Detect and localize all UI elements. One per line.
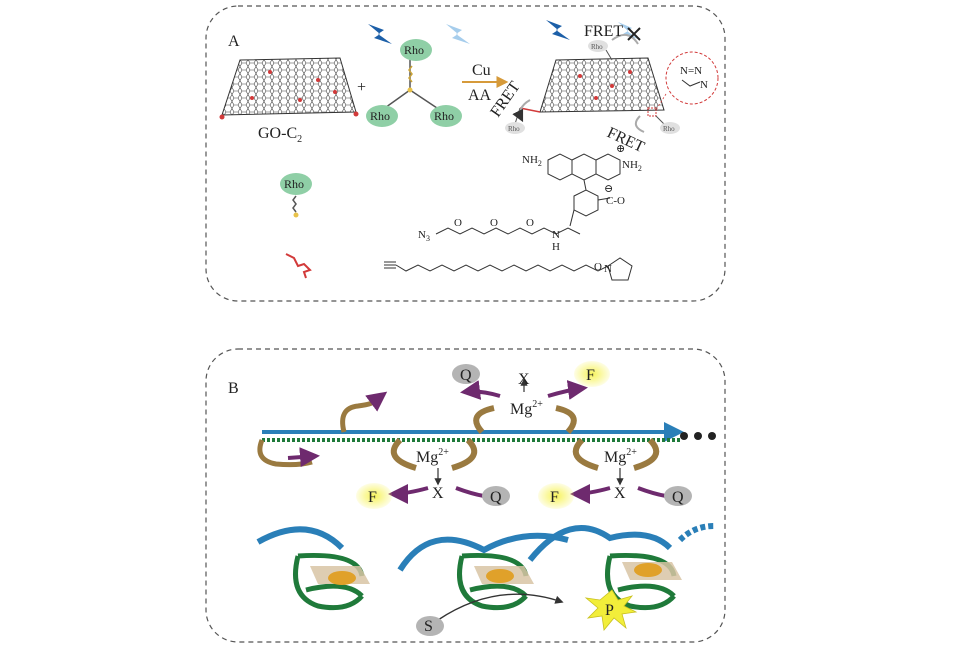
graphene-oxide-sheet: [219, 57, 359, 120]
catalysis-arrow: [437, 593, 564, 621]
continuation-dots: [680, 432, 716, 440]
inset-leader: [655, 93, 667, 111]
plus-sign: +: [357, 79, 366, 96]
rho-label: Rho: [370, 109, 390, 123]
upper-dnazyme: X Mg2+ Q F: [452, 361, 610, 434]
hemin-cofactor: [634, 563, 662, 577]
ribbon-dashed-end: [677, 523, 715, 543]
fluorophore-label: F: [550, 489, 559, 506]
dna-hook: [340, 398, 379, 433]
g-quadruplex-3: [605, 552, 682, 611]
rho-label: Rho: [434, 109, 454, 123]
nh2-left: NH2: [522, 154, 542, 168]
peg-oxygen: O: [490, 217, 498, 229]
svg-text:N: N: [700, 79, 708, 91]
rho-probe-legend-icon: Rho: [280, 173, 312, 218]
amide-n: N: [552, 229, 560, 241]
g-quadruplex-1: [293, 552, 370, 611]
svg-text:Rho: Rho: [663, 125, 675, 133]
go-c2-label: GO-C2: [258, 125, 302, 145]
quencher-label: Q: [672, 489, 684, 506]
hemin-cofactor: [328, 571, 356, 585]
hemin-cofactor: [486, 569, 514, 583]
quencher-label: Q: [460, 367, 472, 384]
amide-h: H: [552, 241, 560, 253]
carboxylate: C-O: [606, 195, 625, 207]
azide-peg-chain: [435, 227, 581, 235]
cleavage-x: X: [432, 485, 444, 502]
lower-dnazyme-right: Mg2+ X F Q: [538, 437, 692, 509]
cu-label: Cu: [472, 62, 491, 79]
quencher-label: Q: [490, 489, 502, 506]
ribbon-strand: [256, 524, 673, 572]
minus-charge: ⊖: [604, 183, 613, 195]
product-label: P: [605, 602, 614, 619]
cross-icon: [627, 27, 641, 41]
fret-label-top: FRET: [584, 23, 623, 40]
svg-text:Rho: Rho: [508, 125, 520, 133]
svg-text:Rho: Rho: [284, 177, 304, 191]
fluorophore-label: F: [368, 489, 377, 506]
fret-label-bottom: FRET: [604, 124, 647, 156]
panel-a: A GO-C2 + Rho Rho Rho Cu: [205, 5, 726, 302]
panel-b: B X Mg2+ Q F Mg2+ X: [205, 348, 726, 643]
panel-b-border: [205, 348, 726, 643]
nh2-right: NH2: [622, 159, 642, 173]
leading-loop: [257, 439, 313, 468]
nhs-oxygen: O: [594, 261, 602, 273]
lower-dnazyme-left: Mg2+ X F Q: [356, 437, 510, 509]
panel-a-border: [205, 5, 726, 302]
triazole-inset: N=N N: [665, 51, 719, 105]
peg-oxygen: O: [526, 217, 534, 229]
rhodamine-structure: [547, 153, 621, 227]
lightning-icon: [446, 24, 470, 44]
azide-label: N3: [418, 229, 430, 243]
substrate-node: [416, 616, 444, 636]
substrate-label: S: [424, 618, 433, 635]
mg2-label: Mg2+: [416, 447, 449, 466]
lightning-icon: [368, 24, 392, 44]
panel-b-label: B: [228, 380, 239, 397]
mg2-label: Mg2+: [510, 399, 543, 418]
cleavage-x: X: [614, 485, 626, 502]
nhs-n: N: [604, 263, 612, 275]
tri-rho-probe: Rho Rho Rho: [366, 39, 462, 127]
panel-a-label: A: [228, 33, 240, 50]
aa-label: AA: [468, 87, 492, 104]
svg-text:N=N: N=N: [680, 65, 702, 77]
nhs-ester: [607, 257, 633, 281]
alkyne-peg-chain: [384, 261, 611, 272]
product-sheet: Rho Rho Rho: [505, 33, 680, 134]
lightning-icon: [618, 22, 638, 39]
rho-label: Rho: [404, 43, 424, 57]
plus-charge: ⊕: [616, 143, 625, 155]
peg-oxygen: O: [454, 217, 462, 229]
g-quadruplex-2: [457, 552, 534, 611]
mg2-label: Mg2+: [604, 447, 637, 466]
alkyne-linker-legend-icon: [285, 253, 312, 279]
product-burst: [584, 589, 638, 631]
svg-text:Rho: Rho: [591, 43, 603, 51]
cleavage-x: X: [518, 371, 530, 388]
lightning-icon: [546, 20, 570, 40]
fluorophore-label: F: [586, 367, 595, 384]
